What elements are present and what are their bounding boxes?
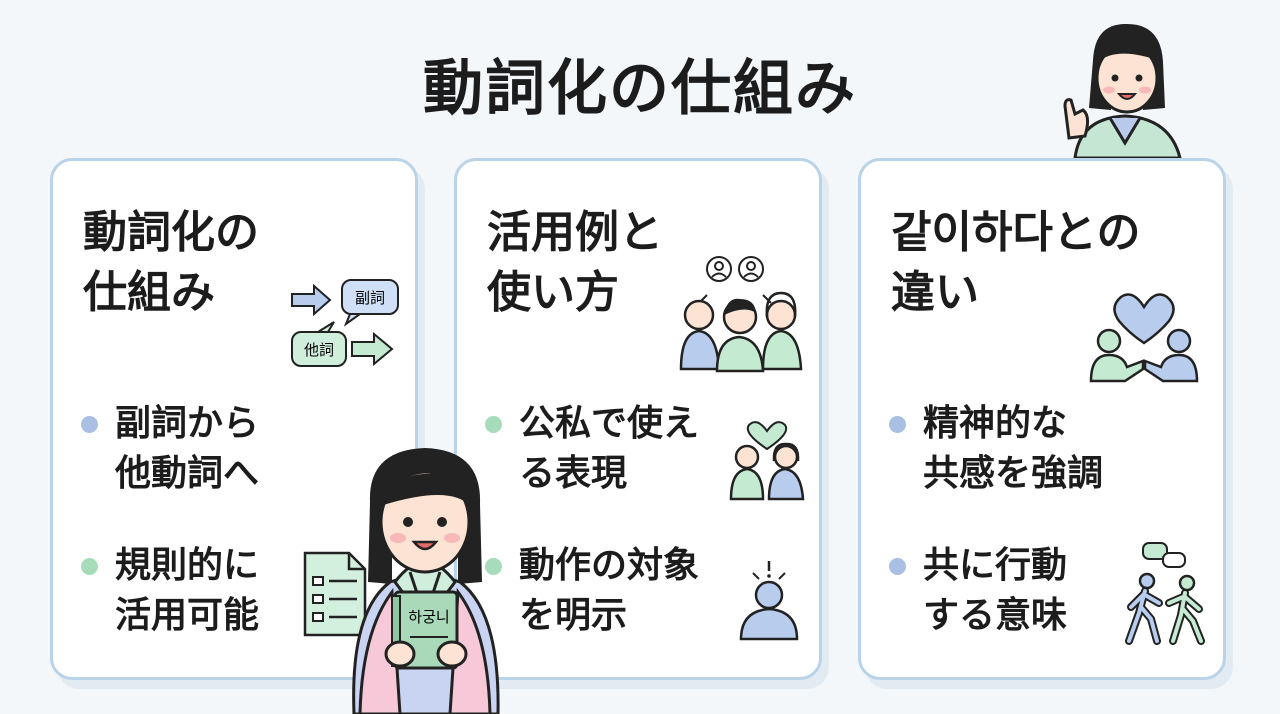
book-label: 하궁니 bbox=[408, 608, 449, 626]
bullet-line: る表現 bbox=[519, 453, 628, 494]
card-title-line: 活用例と bbox=[487, 207, 663, 258]
tag-top-text: 副詞 bbox=[355, 289, 385, 307]
bullet-dot bbox=[485, 416, 502, 433]
bullet-item: 公私で使え る表現 bbox=[485, 399, 749, 499]
document-list-icon bbox=[303, 551, 367, 637]
heart-handshake-icon bbox=[1089, 293, 1199, 383]
card-verbalization: 動詞化の 仕組み 副詞 他詞 副詞から 他動詞へ 規則的に 活用可能 bbox=[50, 158, 418, 680]
tag-bottom-text: 他詞 bbox=[304, 341, 334, 359]
bullet-line: 精神的な bbox=[923, 403, 1068, 444]
bullet-line: を明示 bbox=[519, 595, 628, 636]
bullet-line: 規則的に bbox=[115, 545, 260, 586]
card-title-line: 使い方 bbox=[487, 267, 619, 318]
bullet-line: 他動詞へ bbox=[115, 453, 260, 494]
card-usage-examples: 活用例と 使い方 公私で使え る表現 動作の対象 を明示 bbox=[454, 158, 822, 680]
bullet-dot bbox=[81, 416, 98, 433]
card-title: 活用例と 使い方 bbox=[487, 203, 707, 323]
card-title-line: 動詞化の bbox=[83, 207, 259, 258]
card-title-line: 違い bbox=[891, 267, 979, 318]
arrow-conversion-icon: 副詞 他詞 bbox=[291, 279, 399, 367]
card-difference: 같이하다との 違い 精神的な 共感を強調 共に行動 する意味 bbox=[858, 158, 1226, 680]
bullet-dot bbox=[889, 558, 906, 575]
bullet-line: 共感を強調 bbox=[923, 453, 1104, 494]
bullet-line: 活用可能 bbox=[115, 595, 260, 636]
card-title: 動詞化の 仕組み bbox=[83, 203, 303, 323]
girl-with-book-illustration: 하궁니 bbox=[352, 448, 500, 714]
bullet-dot bbox=[889, 416, 906, 433]
person-alert-icon bbox=[739, 561, 799, 641]
bullet-dot bbox=[485, 558, 502, 575]
bullet-item: 規則的に 活用可能 bbox=[81, 541, 345, 641]
bullet-line: 共に行動 bbox=[923, 545, 1068, 586]
bullet-dot bbox=[81, 558, 98, 575]
card-title-line: 같이하다との bbox=[891, 207, 1141, 258]
couple-heart-icon bbox=[729, 421, 805, 501]
bullet-item: 副詞から 他動詞へ bbox=[81, 399, 345, 499]
bullet-line: 副詞から bbox=[115, 403, 260, 444]
people-group-icon bbox=[679, 256, 803, 373]
bullet-item: 共に行動 する意味 bbox=[889, 541, 1153, 641]
bullet-item: 動作の対象 を明示 bbox=[485, 541, 749, 641]
bullet-line: 公私で使え bbox=[519, 403, 700, 444]
walking-together-icon bbox=[1125, 542, 1205, 645]
card-title-line: 仕組み bbox=[83, 267, 215, 318]
bullet-line: 動作の対象 bbox=[519, 545, 700, 586]
bullet-line: する意味 bbox=[923, 595, 1068, 636]
page-title: 動詞化の仕組み bbox=[423, 54, 857, 124]
card-title: 같이하다との 違い bbox=[891, 203, 1191, 323]
pointing-girl-illustration bbox=[1063, 23, 1182, 158]
bullet-item: 精神的な 共感を強調 bbox=[889, 399, 1153, 499]
